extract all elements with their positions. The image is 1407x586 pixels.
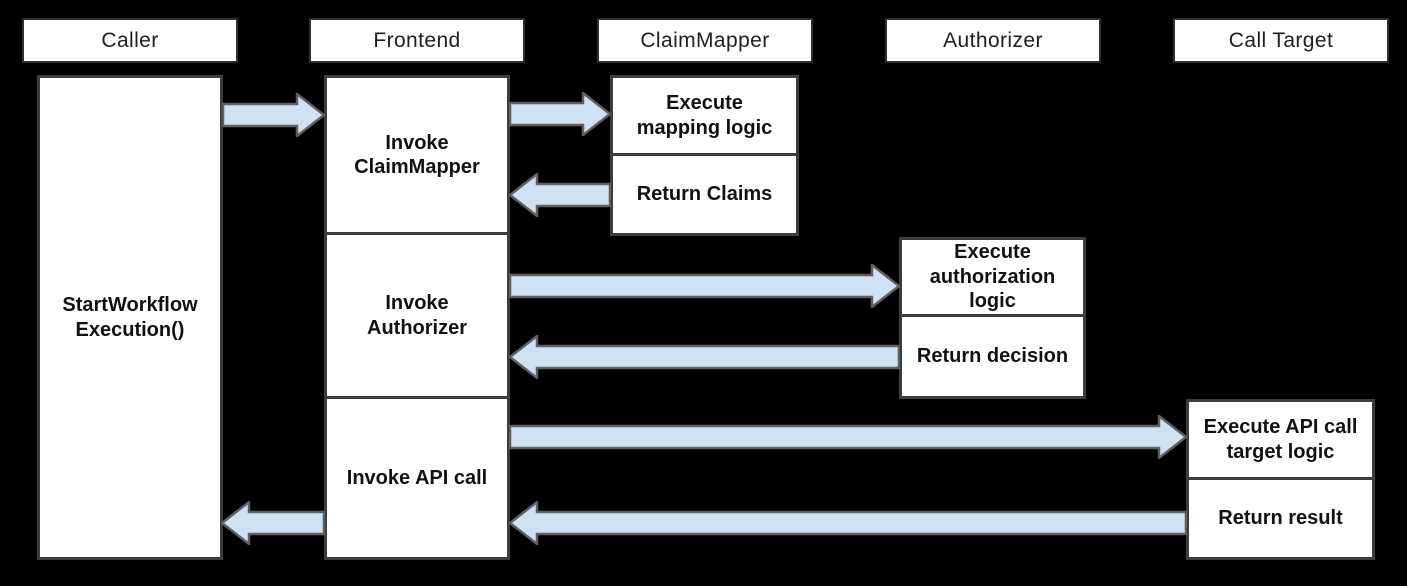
arrow-authorizer-to-frontend-icon [509,335,900,379]
lifeline-header-claimmapper: ClaimMapper [597,18,813,63]
activation-label: Invoke API call [346,466,488,489]
activation-label: Return decision [916,345,1069,368]
activation-frontend-invoke-authorizer: Invoke Authorizer [324,232,510,399]
activation-label: Invoke ClaimMapper [354,131,480,178]
lifeline-label: Caller [101,28,159,52]
activation-label: Execute API call target logic [1203,416,1358,463]
lifeline-header-authorizer: Authorizer [885,18,1101,63]
arrow-frontend-to-caller-icon [221,501,325,545]
arrow-caller-to-frontend-icon [222,93,325,137]
arrow-frontend-to-authorizer-icon [509,264,900,308]
arrow-claimmapper-to-frontend-icon [509,173,611,217]
activation-claimmapper-execute-mapping-logic: Execute mapping logic [610,75,799,156]
activation-label: Execute mapping logic [636,92,773,139]
lifeline-header-caller: Caller [22,18,238,63]
lifeline-label: Authorizer [943,28,1043,52]
activation-label: Execute authorization logic [929,241,1056,313]
activation-frontend-invoke-api-call: Invoke API call [324,396,510,560]
activation-claimmapper-return-claims: Return Claims [610,153,799,236]
lifeline-label: ClaimMapper [640,28,770,52]
activation-label: StartWorkflow Execution() [62,294,198,341]
lifeline-label: Call Target [1228,28,1334,52]
activation-label: Invoke Authorizer [367,292,467,339]
activation-caller-startworkflowexecution: StartWorkflow Execution() [37,75,223,560]
activation-label: Return Claims [636,183,773,206]
lifeline-header-call-target: Call Target [1173,18,1389,63]
activation-label: Return result [1218,507,1343,530]
lifeline-label: Frontend [373,28,461,52]
arrow-frontend-to-calltarget-icon [509,415,1187,459]
activation-calltarget-execute-api-call-target-logic: Execute API call target logic [1186,399,1375,480]
lifeline-header-frontend: Frontend [309,18,525,63]
activation-calltarget-return-result: Return result [1186,477,1375,560]
activation-authorizer-return-decision: Return decision [899,314,1086,399]
activation-frontend-invoke-claimmapper: Invoke ClaimMapper [324,75,510,235]
arrow-calltarget-to-frontend-icon [509,501,1187,545]
arrow-frontend-to-claimmapper-icon [509,92,611,136]
activation-authorizer-execute-authorization-logic: Execute authorization logic [899,237,1086,317]
